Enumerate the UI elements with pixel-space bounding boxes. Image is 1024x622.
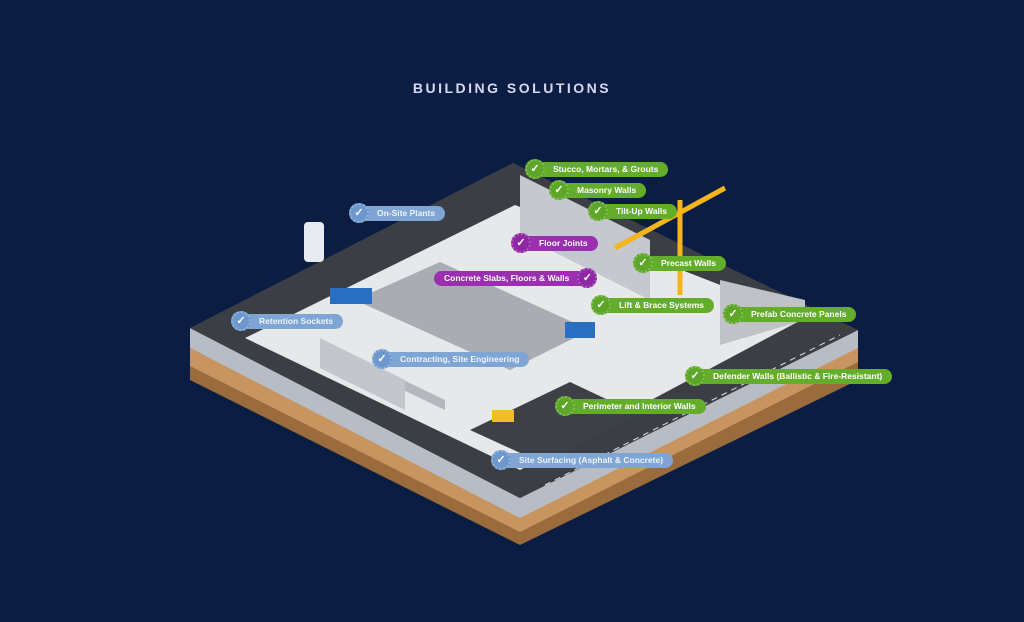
check-badge-icon: ✓ — [231, 311, 251, 331]
solution-label[interactable]: ✓ Stucco, Mortars, & Grouts — [525, 159, 669, 179]
check-badge-icon: ✓ — [685, 366, 705, 386]
road-roller — [492, 410, 514, 422]
solution-label-text: Precast Walls — [661, 258, 716, 268]
precast-grid — [355, 262, 590, 370]
check-badge-icon: ✓ — [372, 349, 392, 369]
solution-label[interactable]: ✓ Contracting, Site Engineering — [372, 349, 530, 369]
solution-label-text: Lift & Brace Systems — [619, 300, 705, 310]
solution-label-text: Site Surfacing (Asphalt & Concrete) — [519, 455, 664, 465]
check-badge-icon: ✓ — [549, 180, 569, 200]
solution-label-text: Masonry Walls — [577, 185, 637, 195]
interior-wall — [320, 338, 405, 410]
solution-label-text: Prefab Concrete Panels — [751, 309, 847, 319]
solution-label[interactable]: ✓ Masonry Walls — [549, 180, 647, 200]
check-badge-icon: ✓ — [511, 233, 531, 253]
solution-label[interactable]: ✓ Retention Sockets — [231, 311, 344, 331]
check-badge-icon: ✓ — [723, 304, 743, 324]
check-badge-icon: ✓ — [555, 396, 575, 416]
solution-label[interactable]: ✓ Lift & Brace Systems — [591, 295, 715, 315]
solution-label[interactable]: ✓ Perimeter and Interior Walls — [555, 396, 706, 416]
solution-label-text: Retention Sockets — [259, 316, 334, 326]
solution-label[interactable]: ✓ Concrete Slabs, Floors & Walls — [434, 268, 598, 288]
check-badge-icon: ✓ — [588, 201, 608, 221]
check-badge-icon: ✓ — [525, 159, 545, 179]
check-badge-icon: ✓ — [591, 295, 611, 315]
solution-label[interactable]: ✓ Defender Walls (Ballistic & Fire-Resist… — [685, 366, 893, 386]
solution-label[interactable]: ✓ Tilt-Up Walls — [588, 201, 677, 221]
solution-label[interactable]: ✓ Prefab Concrete Panels — [723, 304, 857, 324]
solution-label-text: On-Site Plants — [377, 208, 436, 218]
solution-label-text: Tilt-Up Walls — [616, 206, 667, 216]
check-badge-icon: ✓ — [349, 203, 369, 223]
page-title: BUILDING SOLUTIONS — [412, 80, 612, 96]
solution-label[interactable]: ✓ Site Surfacing (Asphalt & Concrete) — [491, 450, 674, 470]
solution-label-text: Perimeter and Interior Walls — [583, 401, 696, 411]
solution-label[interactable]: ✓ Floor Joints — [511, 233, 598, 253]
check-badge-icon: ✓ — [633, 253, 653, 273]
solution-label-text: Contracting, Site Engineering — [400, 354, 520, 364]
dump-truck — [330, 288, 372, 304]
solution-label[interactable]: ✓ Precast Walls — [633, 253, 726, 273]
solution-label-text: Floor Joints — [539, 238, 588, 248]
solution-label-text: Concrete Slabs, Floors & Walls — [444, 273, 570, 283]
solution-label-text: Defender Walls (Ballistic & Fire-Resista… — [713, 371, 883, 381]
check-badge-icon: ✓ — [491, 450, 511, 470]
solution-label-text: Stucco, Mortars, & Grouts — [553, 164, 659, 174]
silo — [304, 222, 324, 262]
solution-label[interactable]: ✓ On-Site Plants — [349, 203, 446, 223]
mixer-truck — [565, 322, 595, 338]
check-badge-icon: ✓ — [577, 268, 598, 288]
